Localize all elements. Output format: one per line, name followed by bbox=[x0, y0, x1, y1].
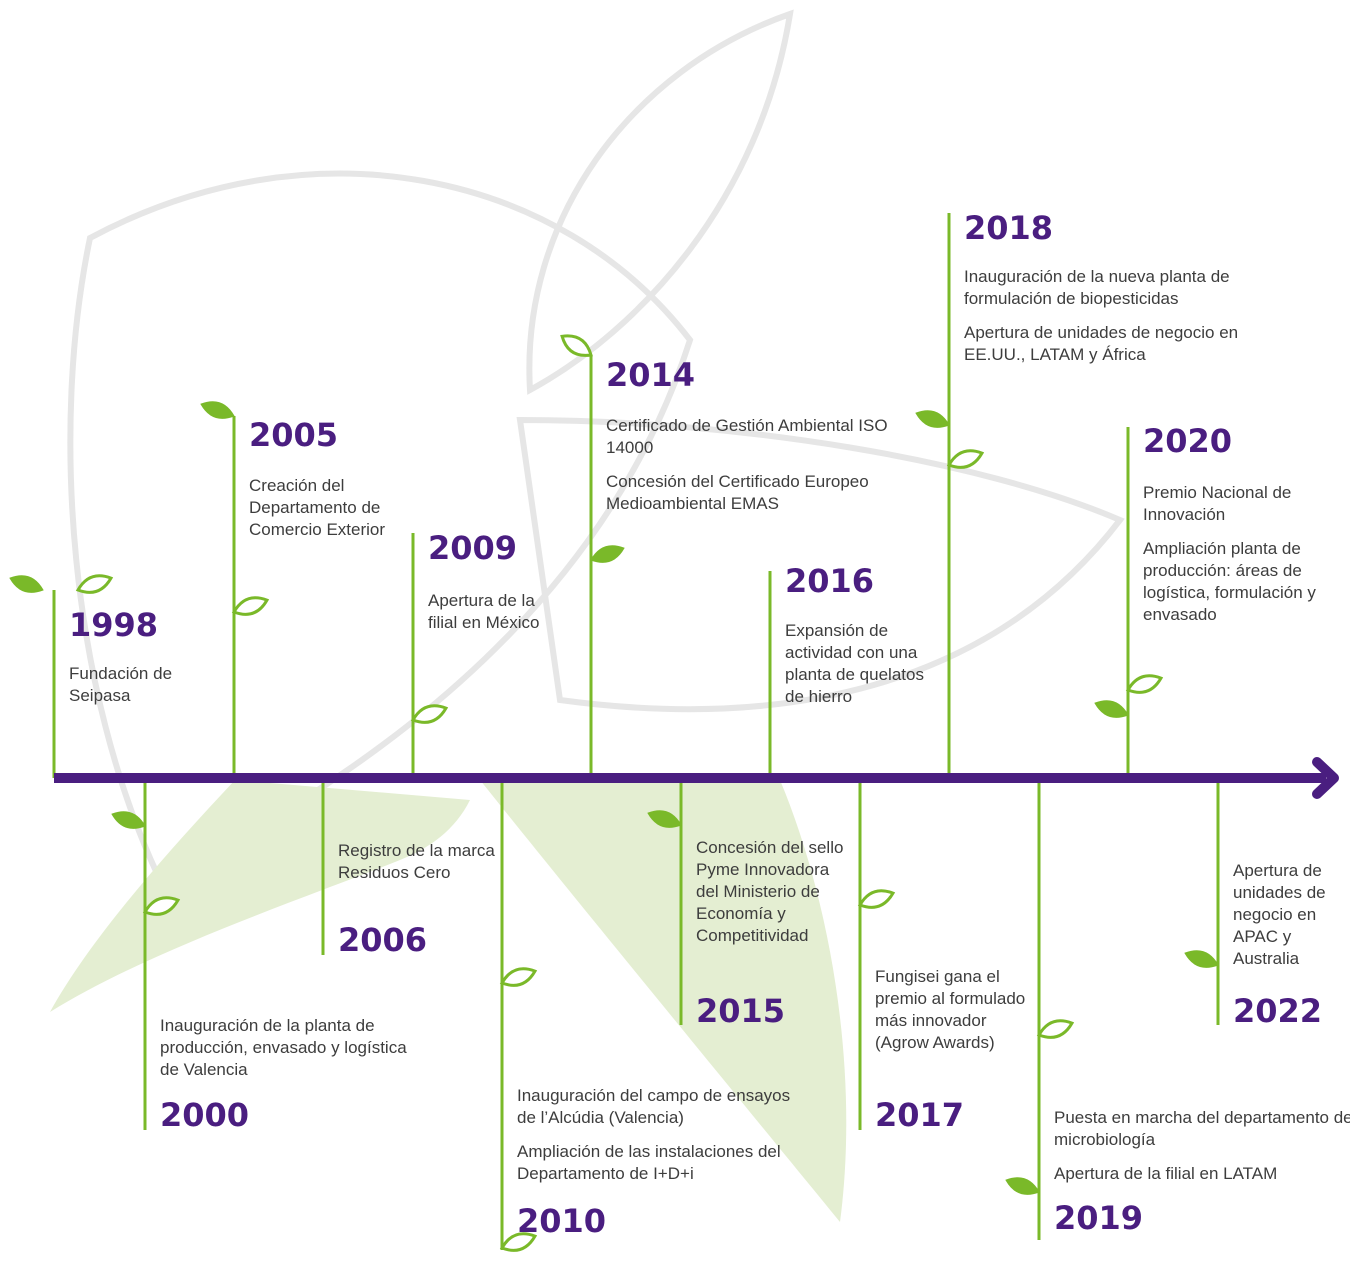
event-text: Fungisei gana el premio al formulado más… bbox=[875, 967, 1026, 1052]
year-2009: 2009 bbox=[428, 529, 518, 567]
year-2005: 2005 bbox=[249, 416, 339, 454]
year-2006: 2006 bbox=[338, 921, 428, 959]
event-text: Expansión de actividad con una planta de… bbox=[785, 621, 924, 706]
leaf-outline-2000 bbox=[142, 896, 181, 916]
event-description-2017: Fungisei gana el premio al formulado más… bbox=[875, 966, 1035, 1054]
background-leaf-outline-right bbox=[516, 416, 1125, 713]
event-text: Registro de la marca Residuos Cero bbox=[338, 841, 495, 882]
event-description-1998: Fundación de Seipasa bbox=[69, 663, 219, 707]
event-text: Certificado de Gestión Ambiental ISO 140… bbox=[606, 416, 888, 457]
event-text: Creación del Departamento de Comercio Ex… bbox=[249, 476, 386, 539]
year-2019: 2019 bbox=[1054, 1199, 1144, 1237]
leaf-outline-2005 bbox=[231, 596, 270, 616]
leaf-filled-2019 bbox=[1005, 1177, 1040, 1195]
event-description-2015: Concesión del sello Pyme Innovadora del … bbox=[696, 837, 846, 947]
event-text: Apertura de la filial en LATAM bbox=[1054, 1164, 1278, 1183]
event-description-2016: Expansión de actividad con una planta de… bbox=[785, 620, 925, 708]
leaf-outline-1998 bbox=[75, 574, 114, 594]
year-2015: 2015 bbox=[696, 992, 786, 1030]
event-description-2000: Inauguración de la planta de producción,… bbox=[160, 1015, 410, 1081]
leaf-outline-2017 bbox=[857, 889, 896, 909]
event-description-2009: Apertura de la filial en México bbox=[428, 590, 558, 634]
event-text: Fundación de Seipasa bbox=[69, 664, 173, 705]
background-leaf-fill-left bbox=[50, 780, 470, 1012]
year-2014: 2014 bbox=[606, 356, 696, 394]
event-description-2005: Creación del Departamento de Comercio Ex… bbox=[249, 475, 409, 541]
event-description-2010: Inauguración del campo de ensayos de l’A… bbox=[517, 1085, 807, 1185]
leaf-filled-2022 bbox=[1184, 950, 1219, 968]
leaf-outline-2018 bbox=[946, 449, 985, 469]
year-2020: 2020 bbox=[1143, 422, 1233, 460]
event-text: Premio Nacional de Innovación bbox=[1143, 483, 1292, 524]
year-2000: 2000 bbox=[160, 1096, 250, 1134]
event-description-2019: Puesta en marcha del departamento de mic… bbox=[1054, 1107, 1350, 1185]
leaf-filled-2014 bbox=[590, 545, 625, 563]
leaf-filled-2020 bbox=[1094, 700, 1129, 718]
leaf-filled-2005 bbox=[200, 401, 235, 419]
leaf-outline-2010 bbox=[499, 1232, 538, 1252]
event-text: Apertura de la filial en México bbox=[428, 591, 540, 632]
event-text: Inauguración de la planta de producción,… bbox=[160, 1016, 407, 1079]
event-text: Puesta en marcha del departamento de mic… bbox=[1054, 1108, 1350, 1149]
year-2018: 2018 bbox=[964, 209, 1054, 247]
event-description-2018: Inauguración de la nueva planta de formu… bbox=[964, 266, 1284, 366]
event-text: Concesión del Certificado Europeo Medioa… bbox=[606, 472, 869, 513]
background-leaf-outline-top bbox=[526, 9, 794, 395]
timeline-arrow-head bbox=[1312, 757, 1339, 799]
leaf-filled-2000 bbox=[111, 811, 146, 829]
leaf-outline-2020 bbox=[1125, 674, 1164, 694]
event-description-2006: Registro de la marca Residuos Cero bbox=[338, 840, 498, 884]
leaf-outline-2010 bbox=[499, 967, 538, 987]
event-description-2022: Apertura de unidades de negocio en APAC … bbox=[1233, 860, 1343, 970]
leaf-filled-1998 bbox=[9, 575, 44, 593]
year-1998: 1998 bbox=[69, 606, 159, 644]
year-2010: 2010 bbox=[517, 1202, 607, 1240]
leaf-filled-2018 bbox=[915, 410, 950, 428]
leaf-outline-2019 bbox=[1036, 1019, 1075, 1039]
background-leaf-fill-center bbox=[480, 780, 847, 1222]
leaf-outline-2014 bbox=[560, 334, 593, 357]
leaf-filled-2015 bbox=[647, 810, 682, 828]
event-text: Apertura de unidades de negocio en EE.UU… bbox=[964, 323, 1239, 364]
leaf-outline-2009 bbox=[410, 704, 449, 724]
event-text: Apertura de unidades de negocio en APAC … bbox=[1233, 861, 1326, 968]
event-text: Ampliación planta de producción: áreas d… bbox=[1143, 539, 1316, 624]
year-2022: 2022 bbox=[1233, 992, 1323, 1030]
event-text: Concesión del sello Pyme Innovadora del … bbox=[696, 838, 844, 945]
event-text: Inauguración del campo de ensayos de l’A… bbox=[517, 1086, 791, 1127]
event-description-2014: Certificado de Gestión Ambiental ISO 140… bbox=[606, 415, 906, 515]
background-leaf-outline-large bbox=[67, 170, 694, 885]
year-2016: 2016 bbox=[785, 562, 875, 600]
event-text: Inauguración de la nueva planta de formu… bbox=[964, 267, 1230, 308]
year-2017: 2017 bbox=[875, 1096, 965, 1134]
event-text: Ampliación de las instalaciones del Depa… bbox=[517, 1142, 781, 1183]
